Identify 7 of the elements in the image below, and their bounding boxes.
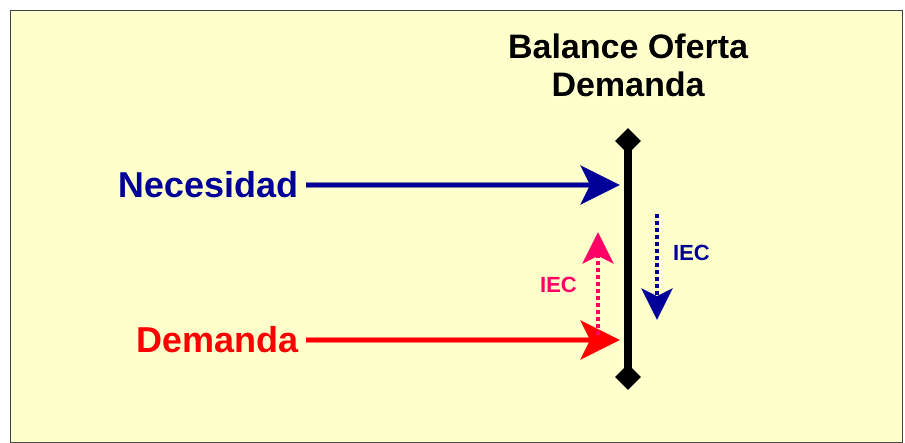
arrow	[306, 320, 620, 360]
arrow-label: IEC	[540, 272, 577, 298]
heading: Balance Oferta Demanda	[507, 28, 750, 104]
node-label: Demanda	[136, 318, 298, 362]
arrow	[306, 165, 620, 205]
node-label: Necesidad	[118, 163, 298, 207]
arrow-label: IEC	[673, 240, 710, 266]
